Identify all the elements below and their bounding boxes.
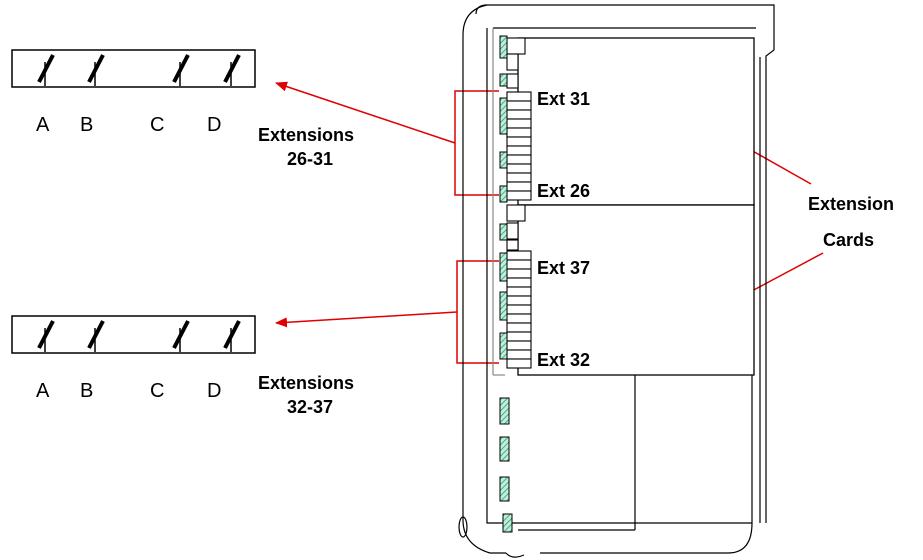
- board-components: [499, 35, 513, 533]
- dip-switch-block-2: A B C D Extensions 32-37: [11, 315, 354, 417]
- dip-switch-block-1: A B C D Extensions 26-31: [11, 49, 354, 169]
- switch-toggles: [37, 54, 241, 86]
- cabinet-outline: [458, 4, 775, 558]
- extension-card-lower: [517, 204, 755, 376]
- arrow-to-switch-block-2: [275, 311, 458, 328]
- extension-card-upper: [517, 37, 755, 206]
- extensions-title: Extensions: [258, 125, 354, 145]
- card-connector-tabs: [506, 37, 532, 369]
- ext-32-label: Ext 32: [537, 350, 590, 370]
- switch-label-a: A: [36, 380, 50, 402]
- extensions-range: 32-37: [287, 397, 333, 417]
- extension-cards-label-line1: Extension: [808, 194, 894, 214]
- switch-label-a: A: [36, 114, 50, 136]
- switch-label-d: D: [207, 114, 221, 136]
- switch-label-c: C: [150, 114, 164, 136]
- extension-cards: [517, 37, 755, 376]
- ext-31-label: Ext 31: [537, 89, 590, 109]
- extension-cards-label-line2: Cards: [823, 230, 874, 250]
- ext-26-label: Ext 26: [537, 181, 590, 201]
- switch-label-b: B: [80, 380, 93, 402]
- ext-37-label: Ext 37: [537, 258, 590, 278]
- switch-housing: [11, 315, 256, 354]
- arrow-to-switch-block-1: [275, 81, 456, 144]
- switch-label-c: C: [150, 380, 164, 402]
- switch-label-d: D: [207, 380, 221, 402]
- extensions-range: 26-31: [287, 149, 333, 169]
- extensions-title: Extensions: [258, 373, 354, 393]
- switch-toggles: [37, 320, 241, 352]
- switch-housing: [11, 49, 256, 88]
- switch-label-b: B: [80, 114, 93, 136]
